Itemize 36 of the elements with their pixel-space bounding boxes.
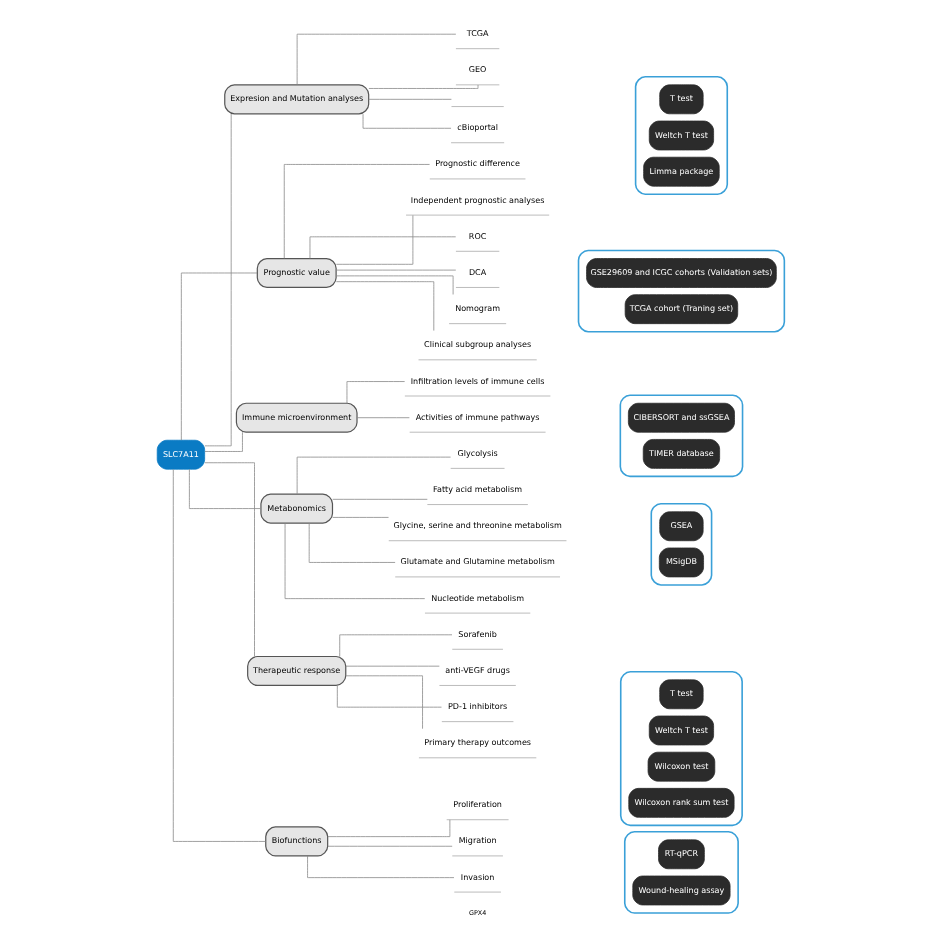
- connector: [335, 215, 414, 265]
- connector: [332, 517, 389, 518]
- connector: [284, 523, 426, 599]
- connector: [172, 469, 266, 842]
- connector: [345, 665, 440, 667]
- connector: [327, 819, 451, 837]
- connector: [204, 462, 255, 657]
- connector: [204, 431, 243, 452]
- connector: [362, 113, 452, 129]
- connector: [346, 381, 406, 404]
- connector: [335, 281, 435, 331]
- connector: [368, 84, 479, 89]
- cluster: [577, 249, 786, 333]
- connector: [283, 164, 430, 259]
- connector: [180, 272, 258, 441]
- connector: [296, 33, 457, 85]
- connector: [327, 845, 453, 847]
- connector: [339, 634, 453, 657]
- connector: [307, 855, 455, 878]
- connector: [336, 685, 442, 708]
- connector: [356, 417, 410, 419]
- cluster: [619, 394, 744, 478]
- connector: [332, 498, 428, 500]
- connector: [368, 98, 452, 100]
- cluster: [634, 76, 729, 195]
- cluster: [623, 831, 739, 914]
- connector: [345, 675, 423, 730]
- connector: [189, 469, 262, 509]
- connector: [335, 275, 454, 295]
- connector: [309, 236, 457, 259]
- connector: [335, 269, 457, 271]
- connector: [308, 522, 396, 563]
- cluster: [619, 671, 743, 827]
- cluster: [650, 502, 713, 586]
- connector: [204, 113, 232, 447]
- connector: [296, 456, 451, 495]
